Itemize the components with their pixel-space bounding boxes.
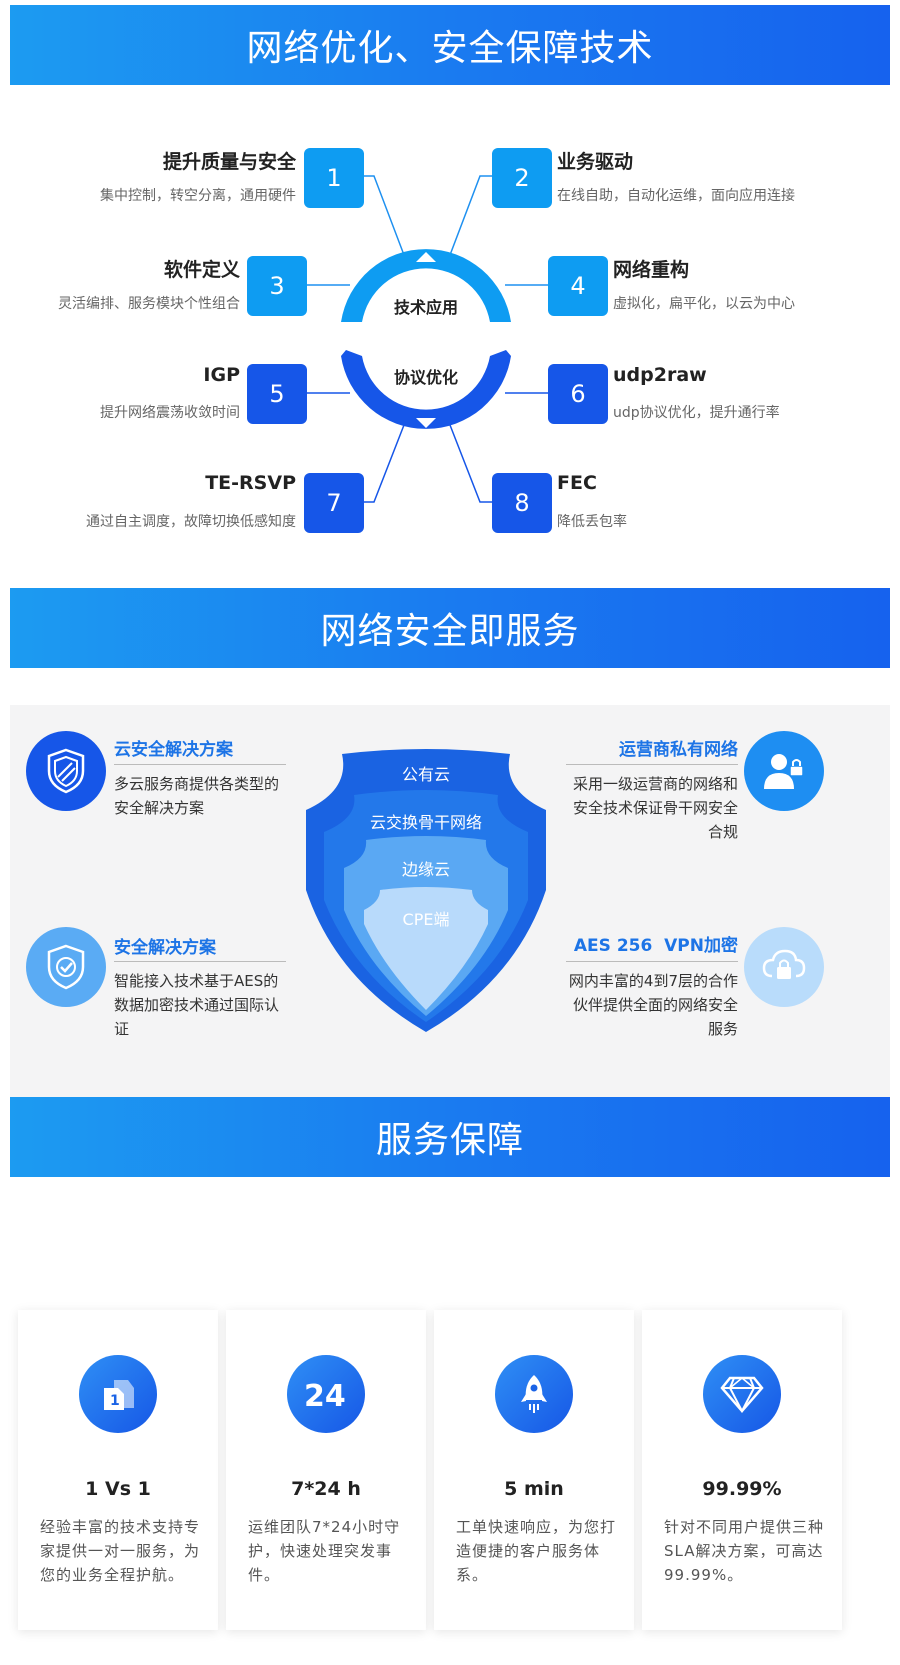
section3-banner: 服务保障 xyxy=(10,1097,890,1177)
user-lock-icon xyxy=(744,731,824,811)
feature-title-5: IGP xyxy=(203,364,240,386)
service-card-sla: 99.99% 针对不同用户提供三种SLA解决方案，可高达99.99%。 xyxy=(642,1310,842,1630)
shield-layer-backbone: 云交换骨干网络 xyxy=(369,813,482,832)
service-card-5min: 5 min 工单快速响应，为您打造便捷的客户服务体系。 xyxy=(434,1310,634,1630)
card-title: 99.99% xyxy=(702,1478,782,1500)
section2-banner: 网络安全即服务 xyxy=(10,588,890,668)
feature-number-5: 5 xyxy=(247,364,307,424)
feature-number-8: 8 xyxy=(492,473,552,533)
shield-layer-cpe: CPE端 xyxy=(402,910,450,929)
card-title: 1 Vs 1 xyxy=(85,1478,151,1500)
feature-title-6: udp2raw xyxy=(613,364,707,386)
feature-title-4: 网络重构 xyxy=(613,259,690,281)
diamond-icon xyxy=(703,1355,781,1433)
card-title: 5 min xyxy=(504,1478,564,1500)
section1-banner: 网络优化、安全保障技术 xyxy=(10,5,890,85)
feature-number-1: 1 xyxy=(304,148,364,208)
feature-title-1: 提升质量与安全 xyxy=(162,151,296,173)
divider xyxy=(114,961,286,962)
feature-desc-4: 虚拟化，扁平化，以云为中心 xyxy=(613,296,795,312)
feature-desc-6: udp协议优化，提升通行率 xyxy=(613,405,780,421)
rocket-icon xyxy=(495,1355,573,1433)
feature-number-6: 6 xyxy=(548,364,608,424)
service-card-24h: 24 7*24 h 运维团队7*24小时守护，快速处理突发事件。 xyxy=(226,1310,426,1630)
card-desc: 经验丰富的技术支持专家提供一对一服务，为您的业务全程护航。 xyxy=(40,1518,201,1584)
divider xyxy=(566,961,738,962)
feature-desc-2: 在线自助，自动化运维，面向应用连接 xyxy=(557,188,795,204)
section2-title: 网络安全即服务 xyxy=(320,611,580,652)
security-shield xyxy=(306,749,546,1032)
feature-desc-3: 灵活编排、服务模块个性组合 xyxy=(58,296,240,312)
cloud-lock-icon xyxy=(744,927,824,1007)
card-desc: 工单快速响应，为您打造便捷的客户服务体系。 xyxy=(456,1518,617,1584)
item-carrier-network-desc: 采用一级运营商的网络和安全技术保证骨干网安全合规 xyxy=(572,775,738,841)
card-desc: 运维团队7*24小时守护，快速处理突发事件。 xyxy=(248,1518,401,1584)
feature-title-2: 业务驱动 xyxy=(557,151,634,173)
shield-layer-edge-cloud: 边缘云 xyxy=(401,860,450,879)
item-aes-vpn-desc: 网内丰富的4到7层的合作伙伴提供全面的网络安全服务 xyxy=(568,972,738,1038)
item-aes-vpn-title: AES 256 VPN加密 xyxy=(573,936,738,956)
svg-text:1: 1 xyxy=(110,1393,120,1409)
ring-bottom-label: 协议优化 xyxy=(393,368,458,387)
feature-number-3: 3 xyxy=(247,256,307,316)
item-security-solution-title: 安全解决方案 xyxy=(114,938,216,958)
divider xyxy=(114,764,286,765)
item-cloud-security-title: 云安全解决方案 xyxy=(114,740,233,760)
shield-layer-public-cloud: 公有云 xyxy=(401,765,450,784)
card-desc: 针对不同用户提供三种SLA解决方案，可高达99.99%。 xyxy=(664,1518,825,1584)
ring-top-label: 技术应用 xyxy=(393,298,458,317)
feature-title-3: 软件定义 xyxy=(163,259,240,281)
twenty-four-icon: 24 xyxy=(287,1355,365,1433)
feature-number-2: 2 xyxy=(492,148,552,208)
feature-desc-7: 通过自主调度，故障切换低感知度 xyxy=(86,514,296,530)
item-cloud-security-desc: 多云服务商提供各类型的安全解决方案 xyxy=(114,775,280,817)
card-title: 7*24 h xyxy=(291,1478,361,1500)
shield-stripes-icon xyxy=(26,731,106,811)
section1-title: 网络优化、安全保障技术 xyxy=(246,28,654,69)
divider xyxy=(566,764,738,765)
feature-number-4: 4 xyxy=(548,256,608,316)
feature-desc-1: 集中控制，转空分离，通用硬件 xyxy=(100,188,296,204)
section3-title: 服务保障 xyxy=(375,1120,524,1161)
shield-check-icon xyxy=(26,927,106,1007)
feature-number-7: 7 xyxy=(304,473,364,533)
ring-bottom-arc xyxy=(341,356,511,429)
svg-text:24: 24 xyxy=(304,1379,346,1414)
one-on-one-icon: 1 xyxy=(79,1355,157,1433)
item-security-solution-desc: 智能接入技术基于AES的数据加密技术通过国际认证 xyxy=(114,972,280,1038)
tech-diagram xyxy=(305,175,548,503)
ring-top-arc xyxy=(341,249,511,322)
feature-desc-5: 提升网络震荡收敛时间 xyxy=(100,405,240,421)
feature-desc-8: 降低丢包率 xyxy=(557,514,627,530)
item-carrier-network-title: 运营商私有网络 xyxy=(619,740,738,760)
service-card-1v1: 1 1 Vs 1 经验丰富的技术支持专家提供一对一服务，为您的业务全程护航。 xyxy=(18,1310,218,1630)
feature-title-7: TE-RSVP xyxy=(205,472,296,494)
feature-title-8: FEC xyxy=(557,472,597,494)
